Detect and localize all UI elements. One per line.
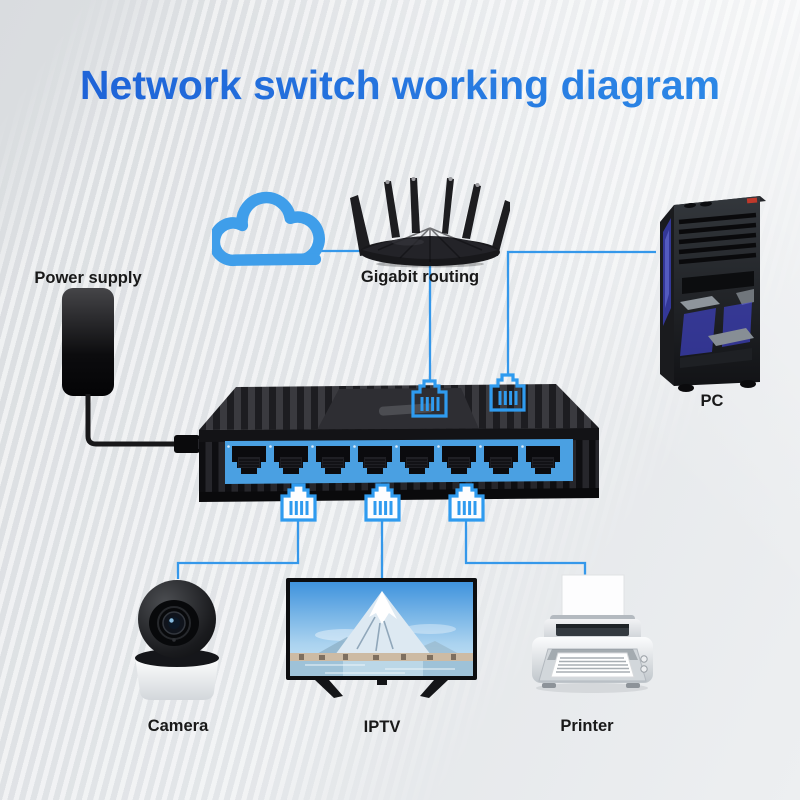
iptv-label: IPTV (363, 718, 401, 736)
rj45-connector-icon (364, 483, 401, 522)
line-pc-switch (506, 250, 656, 375)
camera-icon (135, 580, 219, 700)
pc-tower-icon (660, 196, 766, 392)
rj45-connector-icon (280, 483, 317, 522)
camera-label: Camera (147, 717, 209, 735)
power-supply-label: Power supply (34, 269, 142, 287)
printer-icon (532, 574, 653, 693)
router-label: Gigabit routing (360, 268, 480, 286)
rj45-connector-icon (411, 379, 448, 418)
page-title: Network switch working diagram (0, 62, 800, 109)
line-switch-camera (176, 519, 300, 579)
line-switch-printer (464, 519, 587, 579)
pc-label: PC (700, 392, 724, 410)
rj45-connector-icon (448, 483, 485, 522)
router-icon (350, 177, 510, 268)
rj45-connector-icon (489, 373, 526, 412)
printer-label: Printer (560, 717, 614, 735)
power-adapter-icon (62, 288, 114, 396)
iptv-tv-icon (286, 578, 477, 698)
cloud-icon (212, 191, 325, 267)
